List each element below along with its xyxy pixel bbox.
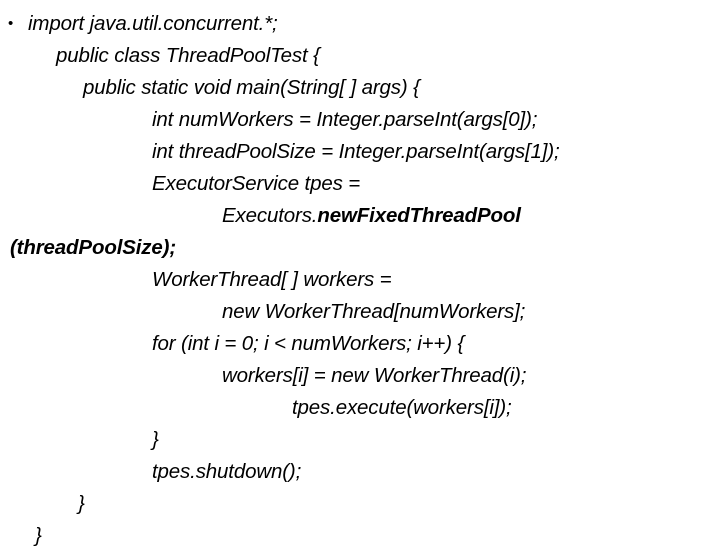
code-token: }: [35, 524, 42, 547]
code-line: for (int i = 0; i < numWorkers; i++) {: [0, 328, 720, 360]
code-token-emphasis: (threadPoolSize);: [10, 236, 177, 259]
code-line: WorkerThread[ ] workers =: [0, 264, 720, 296]
code-line: (threadPoolSize);: [0, 232, 720, 264]
code-token: for (int i = 0; i < numWorkers; i++) {: [152, 332, 465, 355]
code-token: workers[i] = new WorkerThread(i);: [222, 364, 527, 387]
code-line-text: public static void main(String[ ] args) …: [83, 72, 420, 104]
code-listing: • import java.util.concurrent.*; public cl…: [0, 8, 720, 552]
code-line: public static void main(String[ ] args) …: [0, 72, 720, 104]
code-token: public static void main(String[ ] args) …: [83, 76, 420, 99]
code-token: int numWorkers = Integer.parseInt(args[0…: [152, 108, 538, 131]
code-line-text: }: [35, 520, 42, 552]
code-line-text: }: [78, 488, 85, 520]
code-line: }: [0, 488, 720, 520]
code-line-text: import java.util.concurrent.*;: [28, 8, 278, 40]
code-line-text: int threadPoolSize = Integer.parseInt(ar…: [152, 136, 560, 168]
code-token: tpes.shutdown();: [152, 460, 302, 483]
code-token: new WorkerThread[numWorkers];: [222, 300, 526, 323]
code-line-text: new WorkerThread[numWorkers];: [222, 296, 525, 328]
code-line: }: [0, 424, 720, 456]
code-line-text: for (int i = 0; i < numWorkers; i++) {: [152, 328, 464, 360]
code-token: import java.util.concurrent.*;: [28, 12, 278, 35]
code-token: ExecutorService tpes =: [152, 172, 361, 195]
code-token: }: [152, 428, 159, 451]
code-token: public class ThreadPoolTest {: [56, 44, 320, 67]
code-line: Executors.newFixedThreadPool: [0, 200, 720, 232]
code-line: int numWorkers = Integer.parseInt(args[0…: [0, 104, 720, 136]
code-token: tpes.execute(workers[i]);: [292, 396, 512, 419]
code-line-text: tpes.execute(workers[i]);: [292, 392, 512, 424]
code-token-emphasis: newFixedThreadPool: [317, 204, 521, 227]
code-line: workers[i] = new WorkerThread(i);: [0, 360, 720, 392]
slide-canvas: • import java.util.concurrent.*; public cl…: [8, 12, 560, 547]
code-line: }: [0, 520, 720, 552]
code-line: tpes.shutdown();: [0, 456, 720, 488]
code-line-text: }: [152, 424, 159, 456]
code-line: tpes.execute(workers[i]);: [0, 392, 720, 424]
code-line-text: int numWorkers = Integer.parseInt(args[0…: [152, 104, 537, 136]
code-line: int threadPoolSize = Integer.parseInt(ar…: [0, 136, 720, 168]
code-line: • import java.util.concurrent.*;: [0, 8, 720, 40]
code-line-text: public class ThreadPoolTest {: [56, 40, 320, 72]
bullet-icon: •: [8, 15, 14, 32]
code-token: }: [78, 492, 85, 515]
code-line-text: Executors.newFixedThreadPool: [222, 200, 521, 232]
code-line: new WorkerThread[numWorkers];: [0, 296, 720, 328]
code-line-text: (threadPoolSize);: [10, 232, 176, 264]
code-line: ExecutorService tpes =: [0, 168, 720, 200]
code-token: WorkerThread[ ] workers =: [152, 268, 392, 291]
code-token: int threadPoolSize = Integer.parseInt(ar…: [152, 140, 560, 163]
code-line-text: ExecutorService tpes =: [152, 168, 360, 200]
code-line-text: WorkerThread[ ] workers =: [152, 264, 392, 296]
code-line: public class ThreadPoolTest {: [0, 40, 720, 72]
code-line-text: tpes.shutdown();: [152, 456, 301, 488]
code-token: Executors.: [222, 204, 318, 227]
code-line-text: workers[i] = new WorkerThread(i);: [222, 360, 526, 392]
